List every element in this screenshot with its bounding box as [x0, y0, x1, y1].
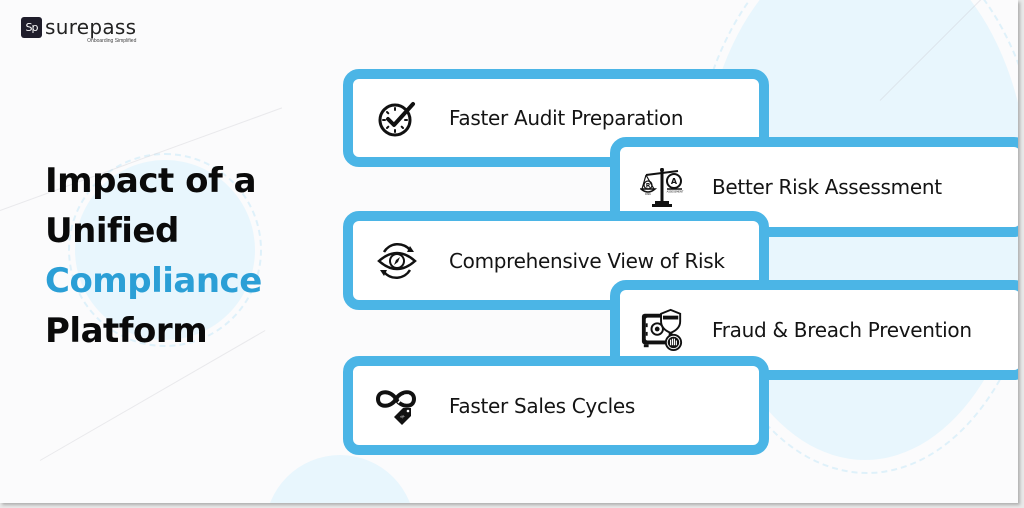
safe-shield-hand-icon [640, 308, 684, 352]
svg-text:RISK: RISK [645, 192, 651, 196]
svg-text:%: % [399, 413, 405, 419]
benefit-label: Comprehensive View of Risk [449, 248, 725, 273]
benefit-label: Faster Sales Cycles [449, 393, 636, 418]
title-line-accent: Compliance [45, 261, 262, 301]
benefit-label: Faster Audit Preparation [449, 106, 684, 130]
bg-circle-bottom [265, 455, 415, 503]
title-line-2: Unified [45, 211, 179, 251]
benefit-card-faster-sales: % Faster Sales Cycles [343, 356, 769, 455]
surepass-logo: Sp surepass Onboarding Simplified [21, 17, 136, 44]
title-line-4: Platform [45, 311, 208, 351]
svg-text:ASSESSMENT: ASSESSMENT [667, 190, 684, 194]
infinity-tag-icon: % [375, 384, 419, 428]
bg-ring-left [68, 153, 262, 347]
clock-check-icon [375, 96, 419, 140]
svg-text:A: A [671, 177, 678, 186]
benefit-card-faster-audit: Faster Audit Preparation [343, 69, 769, 167]
logo-wordmark: surepass [45, 15, 137, 39]
title-line-1: Impact of a [45, 161, 257, 201]
svg-text:R: R [646, 183, 651, 190]
page-title: Impact of a Unified Compliance Platform [45, 156, 262, 356]
logo-tagline: Onboarding Simplified [87, 38, 137, 44]
eye-compass-cycle-icon [375, 239, 419, 283]
benefit-label: Fraud & Breach Prevention [712, 318, 972, 342]
logo-mark: Sp [21, 17, 42, 38]
scale-risk-assessment-icon: R A RISK ASSESSMENT [640, 165, 684, 209]
benefit-label: Better Risk Assessment [712, 175, 942, 199]
